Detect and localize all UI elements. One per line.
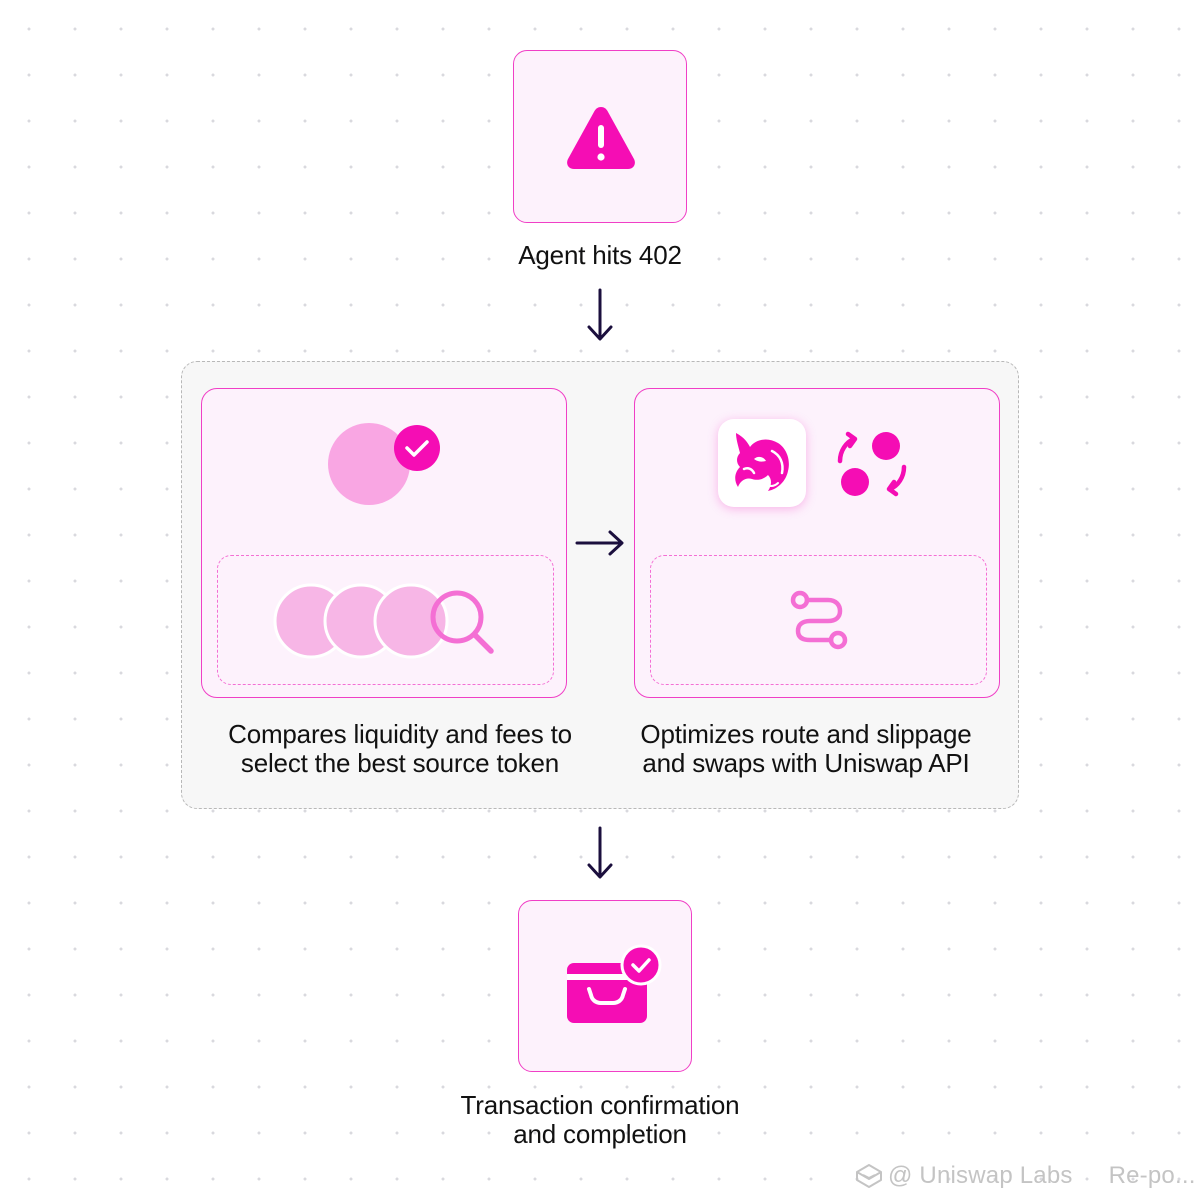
uniswap-unicorn-logo [735,433,789,491]
watermark-suffix: Re-po... [1108,1162,1196,1189]
token-selection-label-line2: select the best source token [240,748,560,778]
swap-optimization-label-line2: and swaps with Uniswap API [642,748,970,778]
watermark-brand: @ Uniswap Labs [888,1162,1073,1189]
wallet-check-icon [567,944,662,1023]
token-check-icon [328,423,440,505]
watermark-logo-icon [856,1164,882,1188]
swap-optimization-label-line1: Optimizes route and slippage [640,719,972,749]
start-step-box [513,50,687,223]
arrow-down-icon [587,288,613,341]
warning-triangle-icon [567,107,635,169]
uniswap-logo-tile [718,419,806,507]
end-step-label-line2: and completion [513,1119,687,1149]
arrow-right-icon [575,530,624,556]
end-step-label: Transaction confirmation and completion [400,1091,800,1149]
token-selection-label-line1: Compares liquidity and fees to [228,719,572,749]
route-path-icon [790,590,848,650]
arrow-down-icon [587,826,613,879]
swap-optimization-panel [634,388,1000,698]
start-step-label: Agent hits 402 [518,240,682,270]
watermark: @ Uniswap Labs Re-po... [852,1160,1196,1192]
route-area [650,555,987,685]
tokens-search-icon [273,583,494,659]
end-step-box [518,900,692,1072]
end-step-label-line1: Transaction confirmation [460,1090,740,1120]
token-selection-panel [201,388,567,698]
token-selection-label: Compares liquidity and fees to select th… [184,720,616,778]
token-search-area [217,555,554,685]
swap-cycle-icon [837,431,907,497]
swap-optimization-label: Optimizes route and slippage and swaps w… [590,720,1022,778]
